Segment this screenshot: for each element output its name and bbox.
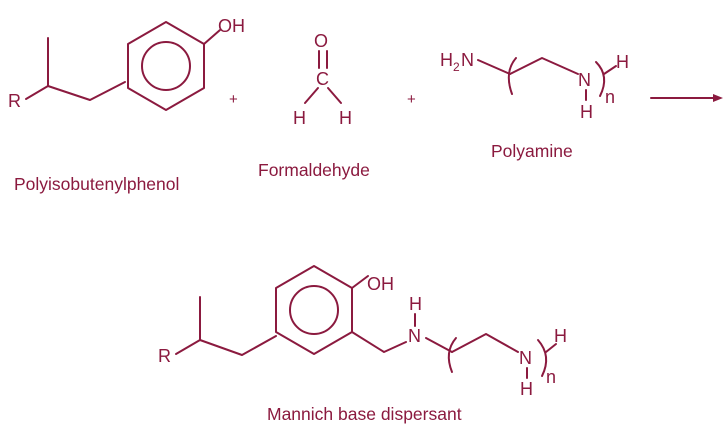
ch-bond-right bbox=[327, 87, 342, 104]
product-r-group-label: R bbox=[158, 346, 171, 366]
ethylene-chain bbox=[509, 57, 579, 75]
benzene-ring bbox=[127, 21, 205, 111]
hydrogen-left-label: H bbox=[293, 108, 306, 128]
product-oh-bond bbox=[351, 275, 369, 289]
left-bracket bbox=[507, 57, 517, 95]
terminal-h-bond bbox=[603, 65, 617, 75]
product-aromatic-circle bbox=[289, 285, 339, 335]
polyamine-structure: H 2 N N H n H bbox=[440, 50, 629, 122]
product-isobutyl-chain bbox=[175, 296, 201, 355]
ch-bond-left bbox=[304, 87, 319, 104]
terminal-h-label: H bbox=[616, 52, 629, 72]
product-benzene-ring bbox=[275, 265, 353, 355]
reaction-arrow bbox=[650, 94, 723, 102]
formaldehyde-structure: O C H H bbox=[293, 31, 352, 128]
repeat-n-label: n bbox=[605, 87, 615, 107]
product-backbone-h-label: H bbox=[520, 379, 533, 399]
reactant3-caption: Polyamine bbox=[491, 141, 573, 161]
product-backbone-n-label: N bbox=[519, 348, 532, 368]
backbone-h-label: H bbox=[580, 102, 593, 122]
plus-sign-1: + bbox=[229, 91, 238, 108]
product-ethylene-chain bbox=[451, 333, 519, 353]
carbon-label: C bbox=[316, 69, 329, 89]
reactant2-caption: Formaldehyde bbox=[258, 160, 370, 180]
aromatic-circle bbox=[141, 41, 191, 91]
amine-subscript: 2 bbox=[453, 60, 460, 74]
product-nh-n-label: N bbox=[408, 326, 421, 346]
product-right-bracket bbox=[537, 339, 548, 377]
product-terminal-h-bond bbox=[545, 343, 557, 353]
reactant1-caption: Polyisobutenylphenol bbox=[14, 174, 179, 194]
amine-bond bbox=[477, 59, 511, 75]
product-chain-bond bbox=[425, 337, 453, 353]
r-group-label: R bbox=[8, 91, 21, 111]
plus-sign-2: + bbox=[407, 91, 416, 108]
amine-n-label: N bbox=[461, 50, 474, 70]
amine-h-label: H bbox=[440, 50, 453, 70]
isobutyl-chain bbox=[25, 37, 49, 100]
hydroxyl-label: OH bbox=[218, 16, 245, 36]
polyisobutenylphenol-structure: R OH bbox=[8, 16, 245, 111]
product-caption: Mannich base dispersant bbox=[267, 404, 462, 424]
product-hydroxyl-label: OH bbox=[367, 274, 394, 294]
methylene-bridge bbox=[351, 331, 407, 353]
product-nh-h-label: H bbox=[409, 294, 422, 314]
oh-bond bbox=[203, 29, 221, 45]
product-terminal-h-label: H bbox=[554, 326, 567, 346]
backbone-n-label: N bbox=[578, 70, 591, 90]
product-left-bracket bbox=[447, 337, 457, 373]
right-bracket bbox=[595, 61, 606, 97]
product-repeat-n-label: n bbox=[546, 367, 556, 387]
mannich-base-structure: R OH N H N H n H bbox=[158, 265, 567, 399]
isobutyl-chain-2 bbox=[47, 81, 126, 101]
hydrogen-right-label: H bbox=[339, 108, 352, 128]
product-isobutyl-chain-2 bbox=[199, 335, 277, 356]
oxygen-label: O bbox=[314, 31, 328, 51]
arrow-head bbox=[713, 94, 723, 102]
